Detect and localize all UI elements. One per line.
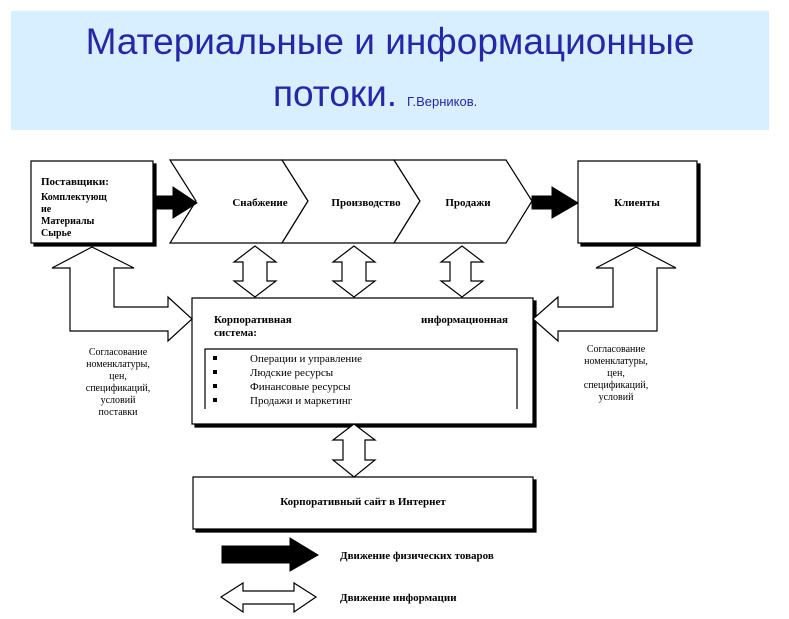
cis-box	[191, 297, 537, 428]
right-note-line: номенклатуры,	[584, 356, 648, 367]
author-credit: Г.Верников.	[407, 94, 478, 109]
info-arrow-website	[331, 423, 377, 478]
chain-sales-label: Продажи	[445, 197, 491, 209]
cis-title-right: информационная	[421, 314, 508, 326]
slide-title-line2: потоки. Г.Верников.	[273, 73, 477, 115]
suppliers-item: ие	[41, 204, 52, 215]
left-note-line: поставки	[99, 407, 139, 418]
cis-list-item: Операции и управление	[250, 353, 362, 365]
physical-arrow-clients	[531, 186, 579, 219]
bullet	[213, 370, 217, 374]
suppliers-item: Сырье	[41, 228, 72, 239]
cis-list-item: Продажи и маркетинг	[250, 395, 353, 407]
left-note-line: условий	[101, 395, 137, 406]
slide-title-line1: Материальные и информационные	[85, 21, 695, 62]
chain-production-label: Производство	[331, 197, 401, 209]
bullet	[213, 398, 217, 402]
legend-physical-label: Движение физических товаров	[340, 550, 494, 562]
info-arrow-supply	[232, 245, 278, 298]
info-arrow-sales	[439, 245, 485, 298]
clients-label: Клиенты	[614, 197, 660, 209]
slide-title-word: потоки.	[273, 73, 398, 114]
chain-supply-label: Снабжение	[232, 197, 287, 209]
right-note-line: спецификаций,	[584, 380, 648, 391]
suppliers-box	[30, 160, 157, 247]
website-label: Корпоративный сайт в Интернет	[280, 496, 446, 508]
cis-title-left: Корпоративная	[214, 314, 292, 326]
info-arrow-production	[331, 245, 377, 298]
cis-list-frame	[204, 348, 518, 409]
bullet	[213, 384, 217, 388]
info-arrow-suppliers-cis	[51, 246, 193, 343]
suppliers-heading: Поставщики:	[41, 176, 109, 188]
right-note-line: условий	[599, 392, 635, 403]
suppliers-item: Комплектующ	[41, 192, 107, 203]
cis-list-item: Людские ресурсы	[250, 367, 334, 379]
suppliers-item: Материалы	[41, 216, 95, 227]
cis-list-item: Финансовые ресурсы	[250, 381, 351, 393]
info-arrow-clients-cis	[532, 246, 677, 343]
chevron-sales	[392, 159, 533, 244]
legend-information-label: Движение информации	[340, 592, 457, 604]
cis-title-line2: система:	[214, 327, 257, 339]
left-note-line: цен,	[109, 371, 127, 382]
right-note-line: Согласование	[587, 344, 646, 355]
clients-box	[577, 160, 701, 247]
left-note-line: номенклатуры,	[86, 359, 150, 370]
left-note-line: спецификаций,	[86, 383, 150, 394]
bullet	[213, 356, 217, 360]
legend-physical-arrow	[221, 537, 319, 572]
left-note-line: Согласование	[89, 347, 148, 358]
website-box	[192, 476, 537, 533]
right-note-line: цен,	[607, 368, 625, 379]
title-band: Материальные и информационные потоки. Г.В…	[11, 11, 769, 130]
physical-arrow-suppliers	[156, 186, 198, 219]
legend-info-arrow	[219, 581, 318, 614]
